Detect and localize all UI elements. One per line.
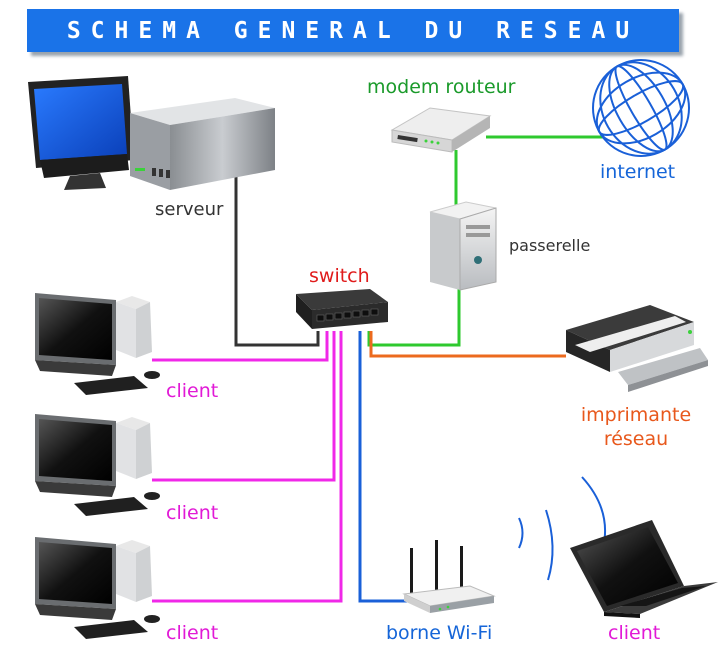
modem-router-label: modem routeur bbox=[367, 76, 516, 98]
diagram-title: SCHEMA GENERAL DU RESEAU bbox=[66, 17, 640, 44]
client-pc-3-icon[interactable] bbox=[35, 537, 160, 639]
server-label: serveur bbox=[155, 199, 224, 220]
printer-label-line2: réseau bbox=[603, 428, 669, 450]
client-2-label: client bbox=[166, 502, 219, 524]
internet-label: internet bbox=[600, 161, 676, 183]
printer-label-line1: imprimante bbox=[580, 404, 692, 426]
gateway-label: passerelle bbox=[509, 236, 591, 255]
server-monitor[interactable] bbox=[28, 76, 134, 190]
diagram-title-bar: SCHEMA GENERAL DU RESEAU bbox=[27, 9, 679, 52]
server-icon[interactable] bbox=[130, 98, 275, 190]
client-pc-2-icon[interactable] bbox=[35, 414, 160, 516]
laptop-client-icon[interactable] bbox=[570, 520, 718, 618]
client-pc-1-icon[interactable] bbox=[35, 293, 160, 395]
client-3-label: client bbox=[166, 622, 219, 644]
gateway-tower-icon[interactable] bbox=[429, 201, 497, 291]
laptop-client-label: client bbox=[608, 622, 661, 644]
link-gateway-switch bbox=[367, 288, 461, 347]
link-switch-client3 bbox=[152, 331, 343, 603]
link-server-switch bbox=[234, 174, 320, 347]
modem-router-icon[interactable] bbox=[390, 107, 492, 153]
switch-label: switch bbox=[309, 265, 370, 287]
link-switch-printer bbox=[369, 331, 566, 358]
network-printer-icon[interactable] bbox=[566, 305, 708, 392]
link-switch-client2 bbox=[152, 331, 336, 482]
links bbox=[152, 135, 604, 603]
link-switch-wifi bbox=[358, 331, 407, 603]
wifi-access-point-icon[interactable] bbox=[402, 540, 496, 613]
client-1-label: client bbox=[166, 380, 219, 402]
internet-globe-icon bbox=[592, 59, 690, 157]
link-switch-client1 bbox=[152, 331, 329, 362]
switch-icon[interactable] bbox=[296, 289, 388, 329]
wifi-label: borne Wi-Fi bbox=[386, 622, 493, 644]
